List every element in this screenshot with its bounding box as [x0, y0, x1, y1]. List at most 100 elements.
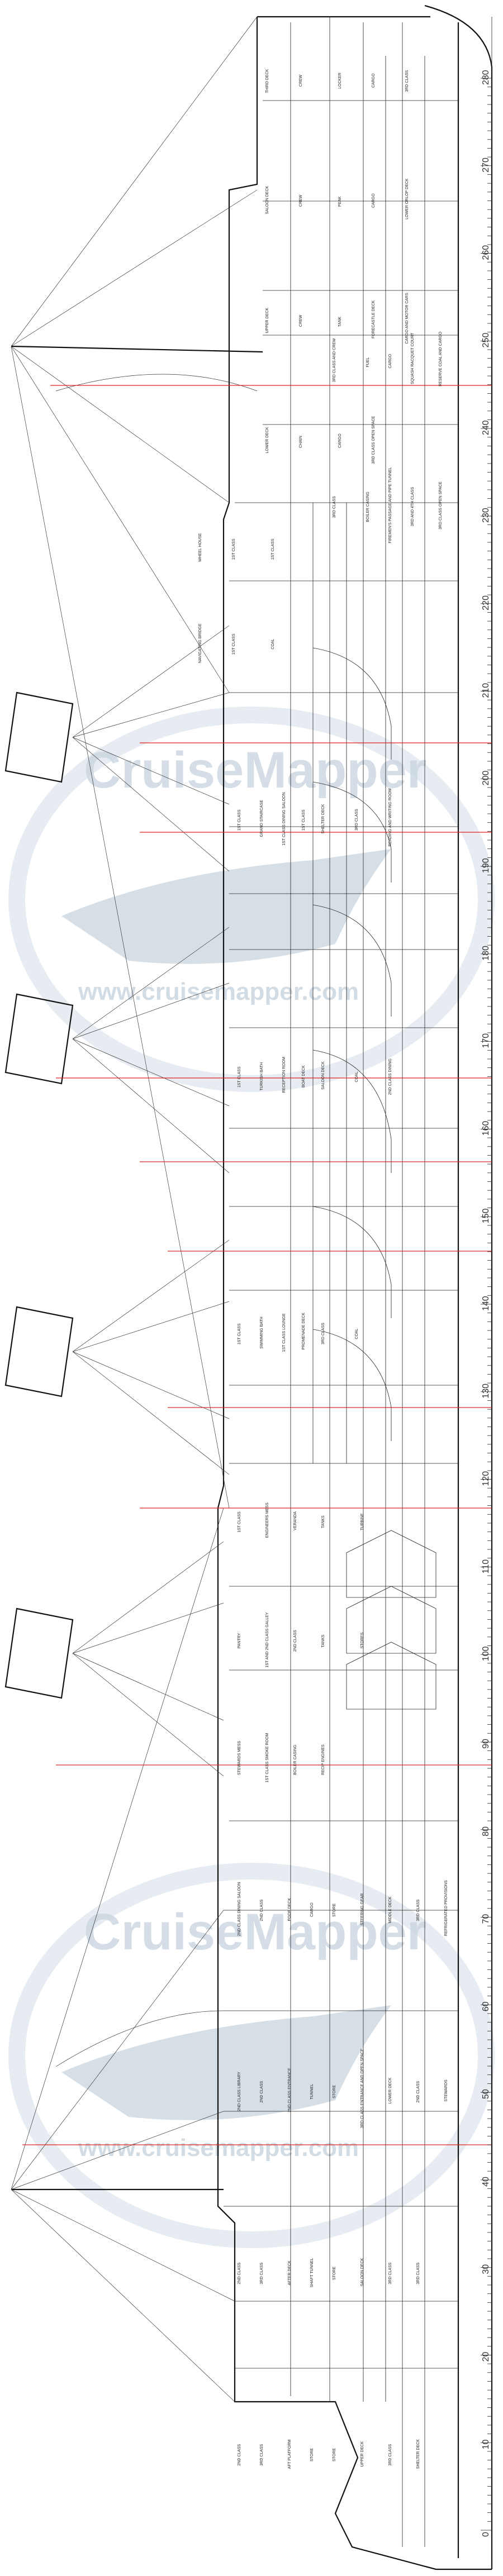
room-label: 3RD CLASS ENTRANCE AND OPEN SPACE — [360, 2048, 364, 2128]
room-label: UPPER DECK — [265, 308, 269, 333]
room-label: 3RD AND 4TH CLASS — [411, 487, 415, 527]
room-label: CREW — [299, 194, 303, 207]
room-label: 2ND CLASS — [293, 1630, 297, 1652]
room-label: 1ST CLASS — [238, 809, 241, 831]
room-label: 3RD CLASS AND CREW — [333, 338, 336, 382]
scale-label: 120 — [481, 1471, 491, 1486]
scale-label: 270 — [481, 158, 491, 173]
room-label: PEAK — [338, 196, 342, 207]
room-label: AFT PLATFORM — [288, 2439, 292, 2469]
room-label: FIREMEN'S PASSAGE AND PIPE TUNNEL — [388, 467, 392, 543]
room-label: COAL — [271, 638, 275, 649]
room-label: TANK — [338, 317, 342, 327]
room-label: 2ND CLASS — [260, 1899, 264, 1921]
room-label: 2ND CLASS — [238, 2444, 241, 2465]
watermark-logo-top: CruiseMapper www.cruisemapper.com — [8, 707, 495, 1092]
room-label: WHEEL HOUSE — [198, 533, 202, 562]
scale-label: 60 — [481, 2001, 491, 2011]
room-label: 3RD CLASS — [388, 2444, 392, 2465]
room-label: 1ST CLASS LOUNGE — [282, 1313, 286, 1352]
funnels-and-rigging — [4, 16, 263, 2402]
room-label: ENGINEERS MESS — [265, 1502, 269, 1538]
room-label: 2ND CLASS DINING — [388, 1058, 392, 1095]
room-label: BOILER CASING — [293, 1745, 297, 1775]
room-label: LOCKER — [338, 73, 342, 89]
scale-label: 130 — [481, 1384, 491, 1399]
room-label: PROMENADE DECK — [302, 1313, 306, 1350]
room-label: 2ND CLASS ENTRANCE — [288, 2068, 292, 2112]
room-label: FORECASTLE DECK — [372, 300, 376, 338]
room-label: MIDDLE DECK — [388, 1896, 392, 1923]
room-label: TANKS — [321, 1634, 325, 1647]
room-label: CHAIN — [299, 436, 303, 448]
room-label: 1ST CLASS — [232, 538, 236, 560]
room-label: SALOON DECK — [265, 186, 269, 214]
room-label: STORES — [360, 1632, 364, 1648]
room-label: 1ST CLASS — [302, 809, 306, 831]
scale-label: 160 — [481, 1121, 491, 1136]
room-label: THIRD DECK — [265, 69, 269, 93]
scale-label: 80 — [481, 1826, 491, 1836]
room-label: 1ST CLASS — [271, 538, 275, 560]
scale-label: 210 — [481, 683, 491, 698]
room-label: SQUASH RACQUET COURT — [411, 332, 415, 384]
room-label: REFRIGERATED PROVISIONS — [444, 1880, 448, 1936]
scale-label: 220 — [481, 595, 491, 610]
scale-label: 260 — [481, 245, 491, 260]
room-label: AFTER DECK — [288, 2260, 292, 2286]
room-label: LOWER ORLOP DECK — [405, 178, 409, 220]
room-label: CARGO — [372, 193, 376, 208]
scale-label: 280 — [481, 70, 491, 85]
room-labels: THIRD DECK SALOON DECK UPPER DECK LOWER DEC… — [198, 69, 448, 2469]
scale-label: 40 — [481, 2177, 491, 2187]
room-label: 3RD CLASS OPEN SPACE — [439, 481, 443, 529]
room-label: SALOON DECK — [360, 2258, 364, 2287]
bulkhead-lines — [224, 22, 458, 2547]
room-label: RESERVE COAL AND CARGO — [439, 331, 443, 387]
room-label: STORE — [333, 2267, 336, 2280]
room-label: VERANDA — [293, 1511, 297, 1530]
room-label: SHAFT TUNNEL — [310, 2258, 314, 2288]
room-label: TANKS — [321, 1515, 325, 1528]
scale-label: 200 — [481, 770, 491, 785]
room-label: PANTRY — [238, 1633, 241, 1648]
length-scale: 2802702602502402302202102001901801701601… — [481, 17, 492, 2569]
room-label: COAL — [355, 1071, 359, 1082]
room-label: 3RD CLASS — [260, 2444, 264, 2465]
room-label: 3RD CLASS — [333, 496, 336, 518]
room-label: 2ND CLASS DINING SALOON — [238, 1882, 241, 1936]
scale-label: 230 — [481, 508, 491, 523]
room-label: 3RD CLASS — [355, 809, 359, 831]
room-label: LOWER DECK — [388, 2077, 392, 2103]
room-label: 2ND CLASS LIBRARY — [238, 2072, 241, 2111]
room-label: 1ST CLASS SMOKE ROOM — [265, 1733, 269, 1783]
room-label: POOP DECK — [288, 1898, 292, 1921]
room-label: GRAND STAIRCASE — [260, 800, 264, 837]
room-label: CARGO — [310, 1902, 314, 1917]
room-label: STORE — [310, 2448, 314, 2461]
scale-label: 0 — [481, 2532, 491, 2537]
scale-label: 150 — [481, 1208, 491, 1223]
room-label: NAVIGATING BRIDGE — [198, 623, 202, 663]
scale-label: 180 — [481, 946, 491, 961]
room-label: SWIMMING BATH — [260, 1316, 264, 1348]
room-label: RECIP ENGINES — [321, 1744, 325, 1775]
room-label: TURBINE — [360, 1513, 364, 1530]
reference-lines — [22, 385, 492, 2145]
room-label: CARGO AND MOTOR CARS — [405, 293, 409, 344]
room-label: 3RD CLASS — [416, 1899, 420, 1921]
room-label: STEWARDS MESS — [238, 1741, 241, 1776]
scale-label: 70 — [481, 1914, 491, 1924]
scale-label: 170 — [481, 1033, 491, 1048]
room-label: 1ST CLASS — [238, 1511, 241, 1533]
room-label: CREW — [299, 74, 303, 87]
room-label: CARGO — [388, 354, 392, 368]
room-label: 1ST CLASS — [232, 633, 236, 655]
room-label: UPPER DECK — [360, 2441, 364, 2467]
room-label: 3RD CLASS OPEN SPACE — [372, 416, 376, 464]
scale-label: 20 — [481, 2352, 491, 2362]
room-label: 3RD CLASS — [260, 2262, 264, 2284]
room-label: 2ND CLASS — [238, 2262, 241, 2284]
watermark-logo-bottom: CruiseMapper www.cruisemapper.com — [8, 1863, 495, 2248]
